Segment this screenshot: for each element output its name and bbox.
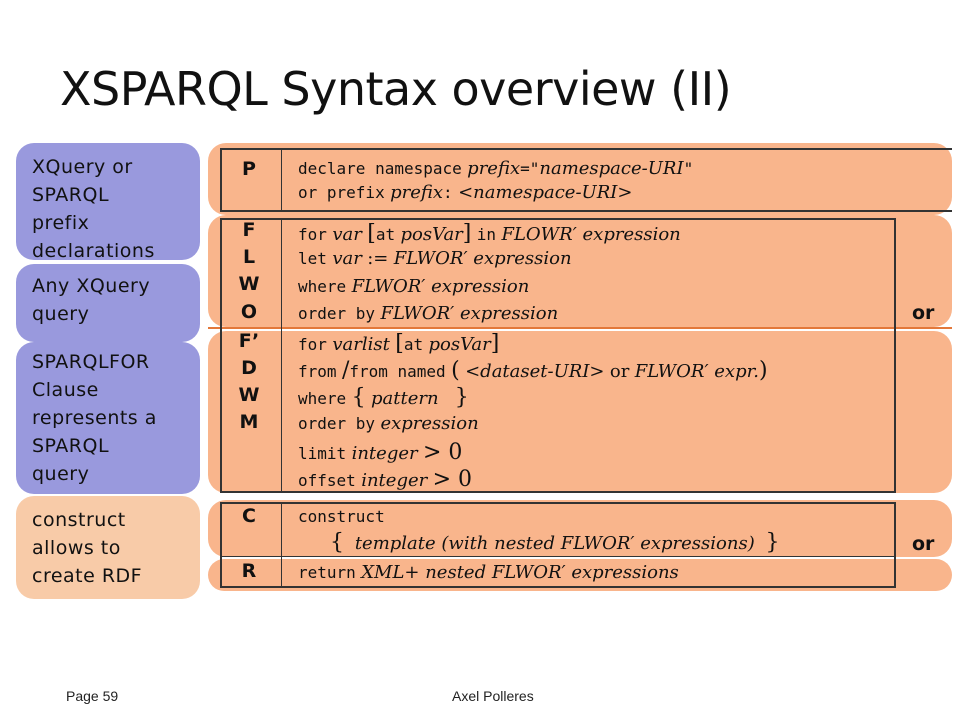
p-line-2: or prefix prefix: <namespace-URI> — [298, 182, 633, 203]
callout-construct-line: allows to — [32, 537, 121, 559]
page-number: Page 59 — [66, 688, 119, 704]
sparql-offset-line: offset integer > 0 — [298, 467, 473, 492]
author-name: Axel Polleres — [452, 688, 534, 704]
slide-title: XSPARQL Syntax overview (II) — [60, 62, 732, 116]
callout-prefix-line: declarations — [32, 240, 155, 260]
flwor-band — [208, 215, 952, 327]
r-label: R — [241, 560, 257, 582]
callout-sparqlfor-line: represents a — [32, 407, 157, 429]
sparql-label-f: F’ — [238, 330, 260, 352]
flwor-label-f: F — [242, 219, 256, 241]
flwor-box — [220, 218, 896, 493]
sparql-for-line: for varlist [at posVar] — [298, 331, 500, 356]
callout-sparqlfor-line: SPARQL — [32, 435, 110, 457]
flwor-or: or — [912, 302, 935, 324]
p-label: P — [242, 158, 256, 180]
flwor-for-line: for var [at posVar] in FLOWR′ expression — [298, 221, 681, 246]
sparql-limit-line: limit integer > 0 — [298, 440, 463, 465]
callout-prefix-line: SPARQL — [32, 184, 110, 206]
callout-prefix-line: XQuery or — [32, 156, 133, 178]
p-line-1: declare namespace prefix="namespace-URI" — [298, 158, 694, 179]
sparql-from-line: from /from named ( <dataset-URI> or FLWO… — [298, 358, 768, 383]
callout-prefix: XQuery or SPARQL prefix declarations — [16, 143, 200, 260]
construct-line-1: construct — [298, 507, 385, 526]
callout-xquery: Any XQuery query — [16, 264, 200, 342]
construct-return-sep — [222, 556, 894, 557]
band-divider — [208, 327, 952, 329]
callout-prefix-line: prefix — [32, 212, 90, 234]
construct-band — [208, 500, 952, 557]
construct-or: or — [912, 533, 935, 555]
callout-sparqlfor-line: Clause — [32, 379, 99, 401]
callout-xquery-line: query — [32, 303, 90, 325]
flwor-let-line: let var := FLWOR′ expression — [298, 248, 572, 269]
callout-sparqlfor-line: query — [32, 463, 90, 485]
callout-xquery-line: Any XQuery — [32, 275, 151, 297]
flwor-divider — [281, 220, 282, 491]
callout-construct-line: create RDF — [32, 565, 143, 587]
flwor-order-line: order by FLWOR′ expression — [298, 303, 559, 324]
flwor-label-w: W — [238, 273, 260, 295]
callout-construct-line: construct — [32, 509, 126, 531]
sparql-where-line: where { pattern } — [298, 385, 469, 410]
return-band — [208, 559, 952, 591]
construct-box — [220, 502, 896, 588]
sparql-label-m: M — [239, 411, 259, 433]
sparql-band — [208, 331, 952, 493]
prefix-band — [208, 143, 952, 215]
prefix-divider — [281, 150, 282, 210]
sparql-label-d: D — [241, 357, 257, 379]
construct-divider — [281, 504, 282, 586]
sparql-label-w: W — [238, 384, 260, 406]
return-line: return XML+ nested FLWOR′ expressions — [298, 562, 679, 583]
prefix-box — [220, 148, 952, 212]
c-label: C — [242, 505, 256, 527]
flwor-where-line: where FLWOR′ expression — [298, 276, 530, 297]
flwor-label-o: O — [240, 301, 258, 323]
construct-line-2: { template (with nested FLWOR′ expressio… — [330, 530, 780, 555]
flwor-label-l: L — [242, 246, 256, 268]
callout-sparqlfor-line: SPARQLFOR — [32, 351, 150, 373]
callout-sparqlfor: SPARQLFOR Clause represents a SPARQL que… — [16, 342, 200, 494]
sparql-order-line: order by expression — [298, 413, 479, 434]
callout-construct: construct allows to create RDF — [16, 496, 200, 599]
